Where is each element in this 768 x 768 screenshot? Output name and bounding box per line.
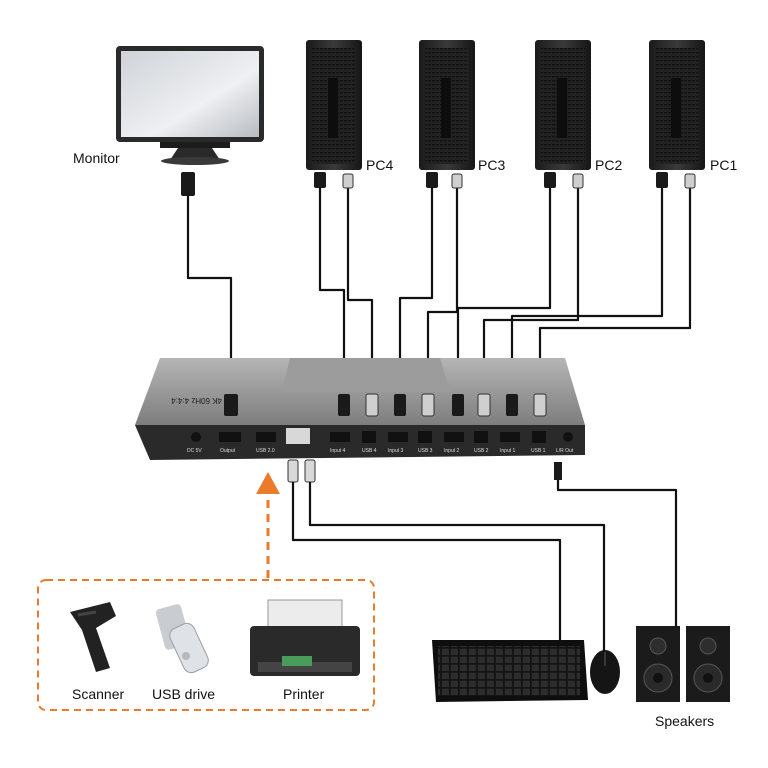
- switch-model-text: 4K 60Hz 4:4:4: [171, 396, 222, 405]
- pc3-tower: [419, 40, 475, 170]
- scanner-icon: [70, 602, 116, 672]
- port-label-input3: Input 3: [388, 448, 404, 454]
- port-label-usb2: USB 2: [474, 448, 489, 454]
- usb-drive-label: USB drive: [152, 686, 215, 702]
- pc2-tower: [535, 40, 591, 170]
- port-label-dc: DC 5V: [187, 448, 202, 454]
- port-label-usb20: USB 2.0: [256, 448, 275, 454]
- mouse-icon: [590, 650, 620, 694]
- usb-drive-icon: [155, 604, 209, 674]
- pc1-tower: [649, 40, 705, 170]
- peripheral-cables: [287, 459, 678, 655]
- orange-arrow-up-icon: [256, 472, 280, 494]
- port-label-usb3: USB 3: [418, 448, 433, 454]
- pc4-tower: [306, 40, 362, 170]
- pc-plugs: [181, 172, 696, 196]
- port-label-usb4: USB 4: [362, 448, 377, 454]
- scanner-label: Scanner: [72, 686, 124, 702]
- pc3-label: PC3: [478, 157, 505, 173]
- port-label-output: Output: [220, 448, 236, 454]
- switch-plugs: [224, 393, 547, 417]
- monitor-label: Monitor: [73, 150, 120, 166]
- printer-label: Printer: [283, 686, 325, 702]
- speakers-label: Speakers: [655, 713, 714, 729]
- port-label-usb1: USB 1: [531, 448, 546, 454]
- port-label-input4: Input 4: [330, 448, 346, 454]
- port-label-input2: Input 2: [444, 448, 460, 454]
- port-label-lrout: L/R Out: [556, 448, 574, 454]
- optional-devices-box: [37, 490, 375, 711]
- pc4-label: PC4: [366, 157, 393, 173]
- pc1-label: PC1: [710, 157, 737, 173]
- monitor: [116, 46, 264, 165]
- printer-icon: [250, 599, 360, 676]
- pc2-label: PC2: [595, 157, 622, 173]
- port-label-input1: Input 1: [500, 448, 516, 454]
- keyboard-icon: [432, 640, 588, 702]
- kvm-switch: [135, 358, 585, 460]
- switch-ports: [191, 428, 573, 444]
- speakers-icon: [636, 626, 730, 702]
